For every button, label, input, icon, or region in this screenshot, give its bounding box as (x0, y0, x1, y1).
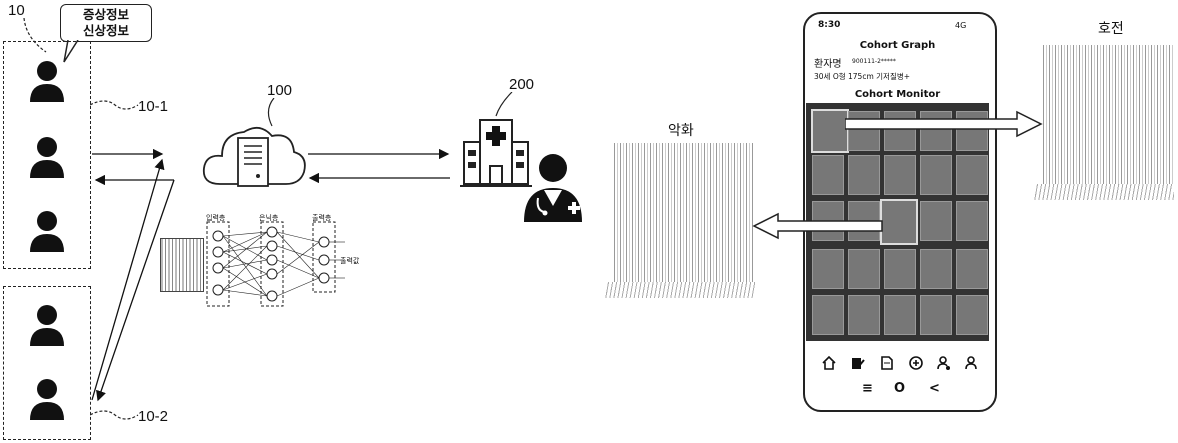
person-icon (30, 305, 64, 346)
info-speech-bubble: 증상정보 신상정보 (60, 4, 152, 42)
person-icon (30, 61, 64, 102)
bubble-line-symptom: 증상정보 (82, 7, 129, 22)
worse-chart-axis-labels (605, 282, 755, 298)
cohort-monitor-title: Cohort Monitor (854, 89, 941, 100)
cohort-thumbnail[interactable] (884, 155, 916, 195)
cohort-thumbnail[interactable] (956, 249, 988, 289)
edit-icon[interactable] (851, 356, 865, 370)
cohort-thumbnail[interactable] (884, 111, 916, 151)
cohort-thumbnail[interactable] (848, 155, 880, 195)
worse-label: 악화 (668, 123, 694, 139)
nn-hidden-layer-label: 은닉층 (259, 214, 279, 222)
patient-name-label: 환자명 (814, 59, 842, 70)
patient-cloud-arrows (91, 148, 175, 402)
cohort-thumbnail[interactable] (920, 111, 952, 151)
hospital-label: 200 (509, 76, 535, 93)
patient-group-top-box (3, 41, 91, 269)
cohort-thumbnail[interactable] (811, 109, 849, 153)
better-label: 호전 (1098, 21, 1124, 37)
cohort-thumbnail[interactable] (812, 295, 844, 335)
status-signal: 4G (955, 21, 967, 30)
cohort-thumbnail[interactable] (956, 201, 988, 241)
patients-group-label: 10 (8, 2, 25, 19)
cohort-thumbnail[interactable] (920, 201, 952, 241)
nn-output-value-label: 출력값 (340, 257, 360, 265)
cloud-label: 100 (267, 82, 293, 99)
hospital-icon (460, 119, 532, 187)
user-icon[interactable] (964, 356, 978, 370)
cohort-thumbnail[interactable] (956, 111, 988, 151)
patient-group-bottom-box (3, 286, 91, 440)
bubble-line-personal: 신상정보 (82, 23, 129, 38)
cohort-thumbnail[interactable] (812, 155, 844, 195)
patient-id: 900111-2***** (852, 58, 896, 65)
cohort-thumbnail[interactable] (884, 249, 916, 289)
cohort-monitor-grid (806, 103, 989, 341)
better-chart-axis-labels (1034, 184, 1174, 200)
doctor-icon (524, 154, 582, 222)
group-top-label: 10-1 (138, 98, 169, 115)
cohort-thumbnail[interactable] (880, 199, 918, 245)
person-icon (30, 211, 64, 252)
system-home-button[interactable]: O (894, 381, 906, 396)
home-icon[interactable] (822, 356, 836, 370)
input-spectrogram-image (160, 238, 204, 292)
cohort-thumbnail[interactable] (956, 155, 988, 195)
cohort-thumbnail[interactable] (956, 295, 988, 335)
cloud-leader (267, 98, 275, 127)
cohort-graph-title: Cohort Graph (859, 40, 936, 51)
add-circle-icon[interactable] (909, 356, 923, 370)
worse-cohort-chart (614, 143, 754, 288)
cohort-thumbnail[interactable] (812, 249, 844, 289)
phone-bottom-nav (806, 356, 989, 376)
group-bottom-leader (90, 410, 139, 420)
better-hollow-arrow (845, 110, 1043, 138)
system-back-button[interactable]: < (929, 381, 940, 396)
cohort-thumbnail[interactable] (848, 295, 880, 335)
cohort-thumbnail[interactable] (848, 249, 880, 289)
worse-hollow-arrow (752, 212, 883, 240)
bubble-tail (63, 40, 79, 63)
group-bottom-label: 10-2 (138, 408, 169, 425)
cohort-thumbnail[interactable] (920, 295, 952, 335)
person-icon (30, 137, 64, 178)
person-icon (30, 379, 64, 420)
patient-info: 30세 O형 175cm 기저질병+ (814, 72, 911, 81)
cloud-hospital-arrows (308, 148, 450, 184)
cohort-thumbnail[interactable] (884, 295, 916, 335)
status-time: 8:30 (818, 20, 841, 30)
system-menu-button[interactable]: ≡ (862, 381, 873, 396)
patients-leader-line (23, 18, 47, 53)
group-top-leader (90, 100, 139, 110)
neural-network-diagram (206, 221, 345, 307)
cohort-thumbnail[interactable] (920, 249, 952, 289)
document-icon[interactable] (880, 356, 894, 370)
cohort-thumbnail[interactable] (920, 155, 952, 195)
cohort-thumbnail[interactable] (848, 111, 880, 151)
hospital-leader (495, 92, 513, 117)
user-edit-icon[interactable] (937, 356, 951, 370)
better-cohort-chart (1043, 45, 1175, 187)
cloud-server-icon (202, 126, 306, 187)
nn-input-layer-label: 입력층 (206, 214, 226, 222)
nn-output-layer-label: 출력층 (312, 214, 332, 222)
